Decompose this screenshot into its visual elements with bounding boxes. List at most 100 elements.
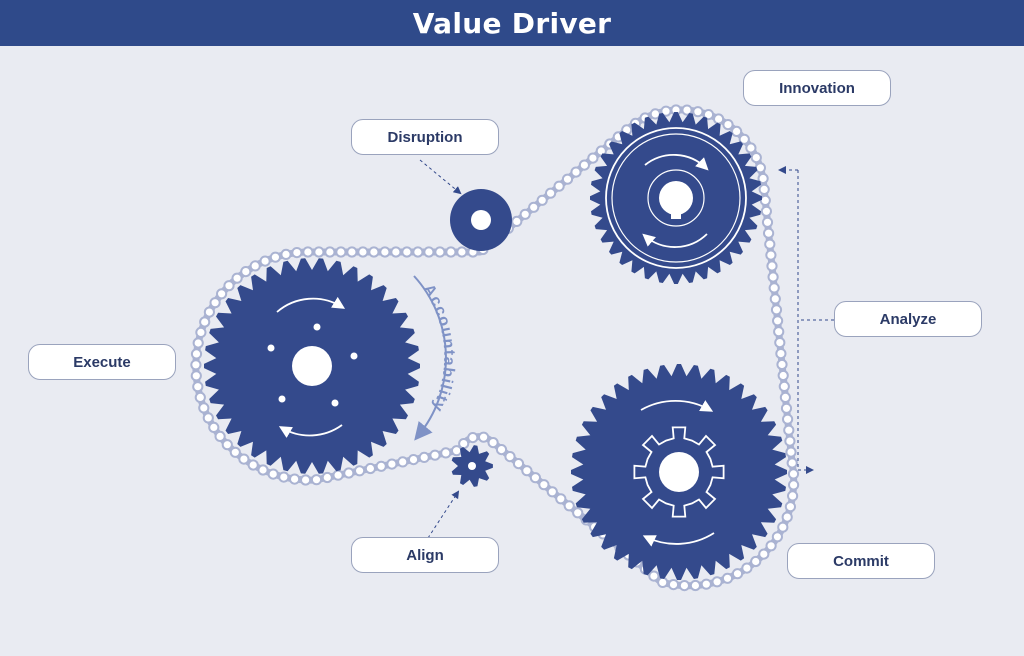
chain-link (445, 246, 457, 258)
chain-link (202, 412, 214, 424)
chain-link (321, 471, 333, 484)
chain-link (229, 446, 241, 458)
chain-link (771, 531, 784, 543)
chain-link (572, 507, 584, 519)
chain-link (192, 337, 204, 349)
chain-link (257, 464, 269, 476)
commit-label: Commit (787, 543, 935, 579)
rotate-arrow-top-icon (640, 400, 714, 412)
chain-link (660, 105, 672, 117)
commit-sprocket (571, 364, 787, 580)
chain-link (763, 227, 775, 239)
analyze-label: Analyze (834, 301, 982, 337)
accountability-label: Accountability (420, 281, 457, 414)
chain-link (209, 297, 221, 309)
chain-link (190, 370, 202, 382)
chain-link (354, 465, 366, 477)
page-title: Value Driver (0, 0, 1024, 46)
rotate-arrow-bottom-icon (278, 424, 343, 438)
chain-link (578, 159, 591, 171)
chain-link (765, 540, 777, 552)
chain-link (379, 246, 391, 258)
chain-link (776, 358, 788, 371)
chain-link (754, 162, 767, 174)
chain-link (681, 104, 693, 116)
innovation-label: Innovation (743, 70, 891, 106)
rotate-arrow-bottom-icon (642, 233, 708, 248)
chain-link (429, 449, 441, 461)
chain-link (553, 180, 565, 192)
chain-link (208, 421, 220, 433)
chain-link (788, 479, 800, 491)
chain-link (692, 106, 704, 118)
chain-link (478, 431, 490, 443)
chain-link (722, 119, 734, 131)
chain-link (767, 271, 779, 283)
chain-link (563, 500, 575, 512)
chain-link (375, 460, 387, 472)
chain-link (780, 402, 793, 414)
chain-link (761, 216, 774, 228)
chain-link (546, 486, 558, 498)
chain-link (238, 453, 250, 465)
chain-link (300, 474, 312, 486)
chain-link (713, 113, 725, 125)
chain-link (689, 579, 702, 592)
chain-link (731, 568, 744, 580)
chain-link (768, 282, 780, 294)
chain-link (545, 187, 557, 199)
chain-link (401, 246, 413, 258)
chain-link (418, 451, 430, 463)
chain-link (364, 462, 376, 475)
chain-link (194, 391, 206, 403)
chain-link (784, 501, 797, 513)
chain-link (757, 172, 769, 185)
chain-link (536, 194, 548, 206)
chain-link (657, 576, 669, 589)
chain-link (231, 272, 243, 284)
chain-link (758, 548, 770, 560)
chain-link (738, 133, 750, 145)
chain-link (711, 576, 723, 588)
chain-link (731, 125, 743, 137)
chain-link (561, 173, 574, 185)
chain-link (765, 249, 777, 261)
chain-link (310, 474, 323, 486)
chain-link (259, 255, 271, 267)
chain-link (667, 579, 680, 591)
chain-link (772, 315, 784, 327)
chain-link (495, 444, 508, 456)
chain-link (770, 304, 783, 316)
chain-link (775, 348, 787, 360)
chain-link (440, 447, 452, 459)
chain-link (456, 246, 468, 258)
chain-link (759, 194, 771, 206)
chain-link (192, 381, 204, 393)
chain-link (784, 435, 796, 447)
chain-link (198, 402, 210, 414)
chain-link (721, 572, 734, 584)
chain-link (203, 306, 215, 318)
chain-link (216, 288, 228, 300)
chain-link (386, 458, 398, 470)
chain-link (280, 248, 292, 260)
chain-link (412, 246, 424, 258)
accountability-arc: Accountability (413, 275, 458, 441)
chain-link (451, 445, 463, 457)
chain-link (555, 493, 567, 505)
chain-link (247, 459, 259, 471)
chain-link (786, 457, 798, 469)
chain-link (434, 246, 446, 258)
chain-link (769, 293, 781, 305)
chain-link (487, 437, 499, 449)
chain-link (221, 439, 233, 451)
chain-links (190, 104, 800, 592)
chain-link (787, 490, 799, 502)
chain-link (190, 359, 202, 371)
svg-text:Accountability: Accountability (420, 281, 458, 414)
chain-link (774, 337, 786, 349)
chain-link (278, 471, 290, 483)
chain-link (777, 369, 789, 382)
chain-link (249, 260, 261, 272)
chain-link (302, 246, 314, 258)
